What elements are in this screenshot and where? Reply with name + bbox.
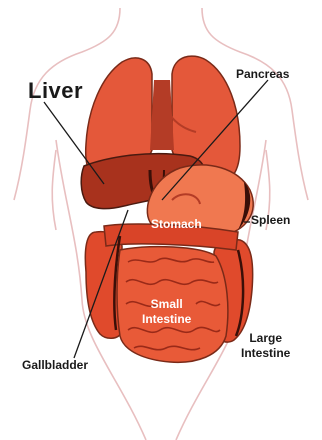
large-intestine-label-line1: Large [241, 331, 290, 346]
pancreas-label: Pancreas [236, 68, 289, 80]
liver-label: Liver [28, 80, 83, 102]
spleen-label: Spleen [251, 214, 290, 226]
small-intestine-label-line2: Intestine [142, 312, 191, 327]
large-intestine-label: Large Intestine [241, 331, 290, 361]
small-intestine-label-line1: Small [142, 297, 191, 312]
gallbladder-label: Gallbladder [22, 359, 88, 371]
stomach-label: Stomach [151, 218, 202, 230]
large-intestine-label-line2: Intestine [241, 346, 290, 361]
small-intestine-label: Small Intestine [142, 297, 191, 327]
